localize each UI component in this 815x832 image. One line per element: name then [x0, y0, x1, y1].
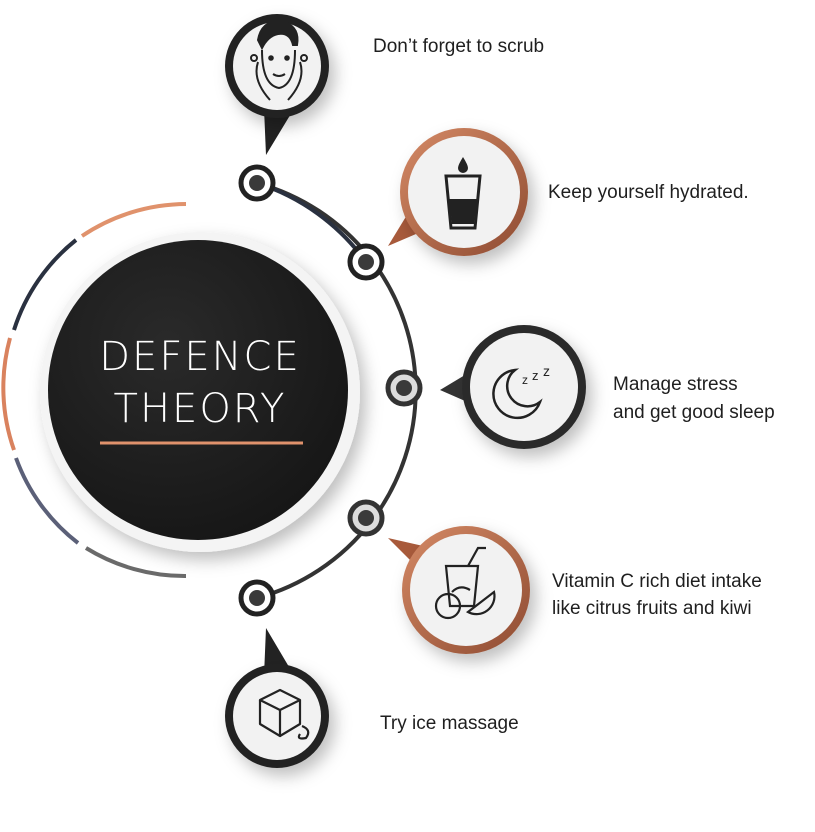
- tip-scrub: Don’t forget to scrub: [225, 14, 544, 155]
- title-line-2: THEORY: [114, 386, 287, 432]
- tip-hydrated: Keep yourself hydrated.: [388, 128, 749, 256]
- moon-sleep-icon: z z z: [492, 363, 550, 420]
- tip-label: Manage stress: [613, 374, 738, 395]
- ice-cube-icon: [258, 688, 310, 740]
- tip-label: Don’t forget to scrub: [373, 36, 544, 57]
- central-disc: DEFENCE THEORY: [40, 232, 360, 552]
- tip-vitamin-c: Vitamin C rich diet intake like citrus f…: [388, 526, 762, 654]
- tip-sleep: z z z Manage stress and get good sleep: [440, 325, 775, 449]
- title-line-1: DEFENCE: [99, 334, 300, 380]
- tip-label: like citrus fruits and kiwi: [552, 598, 752, 619]
- timeline-node: [385, 369, 423, 407]
- svg-text:z: z: [543, 363, 550, 379]
- timeline-nodes: [238, 164, 423, 617]
- timeline-node: [347, 499, 385, 537]
- svg-text:z: z: [532, 368, 539, 383]
- tip-label: Try ice massage: [380, 713, 519, 734]
- outer-arc-segments: [1, 202, 187, 579]
- tip-label: Vitamin C rich diet intake: [552, 571, 762, 592]
- timeline-node: [238, 579, 276, 617]
- fruit-juice-icon: [434, 546, 496, 620]
- tip-label: and get good sleep: [613, 402, 775, 423]
- water-glass-icon: [444, 157, 482, 230]
- tip-label: Keep yourself hydrated.: [548, 182, 749, 203]
- timeline-node: [238, 164, 276, 202]
- svg-text:z: z: [522, 373, 528, 387]
- timeline-node: [347, 243, 385, 281]
- face-scrub-icon: [250, 20, 308, 101]
- tip-ice-massage: Try ice massage: [225, 628, 519, 768]
